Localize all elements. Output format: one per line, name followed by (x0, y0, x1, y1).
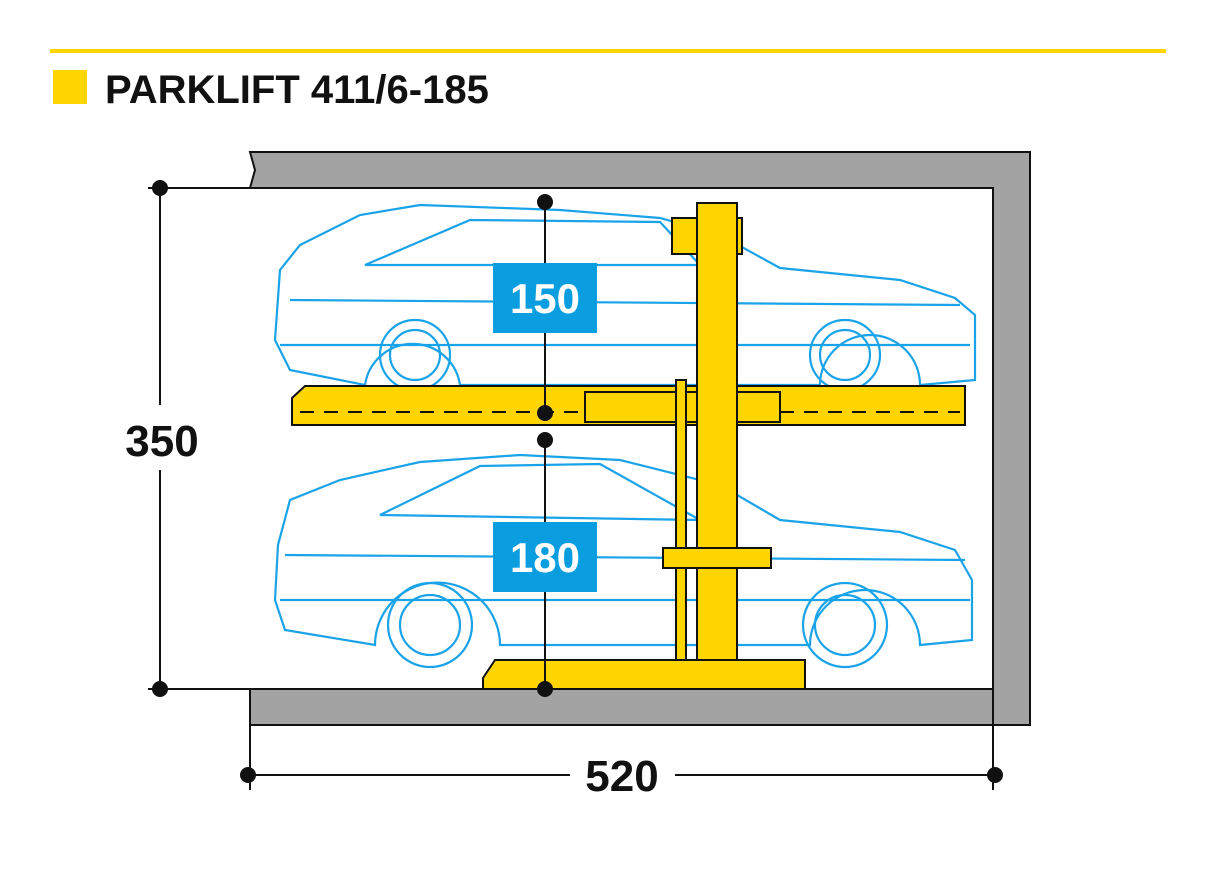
upper-clearance-badge (493, 263, 597, 333)
lower-clearance-badge (493, 522, 597, 592)
garage-wall (248, 151, 1031, 726)
height-label: 350 (125, 417, 198, 466)
lower-clearance-label: 180 (510, 534, 580, 581)
title-square-icon (53, 70, 87, 104)
upper-car-outline (273, 203, 977, 392)
width-label: 520 (585, 752, 658, 801)
lift-structure (291, 202, 966, 690)
width-dimension (240, 689, 1003, 790)
page-title: PARKLIFT 411/6-185 (105, 68, 489, 112)
base-plate (482, 659, 806, 690)
upper-clearance-label: 150 (510, 275, 580, 322)
lower-car-outline (273, 453, 974, 669)
height-dimension (148, 180, 250, 697)
lift-column (696, 202, 738, 662)
